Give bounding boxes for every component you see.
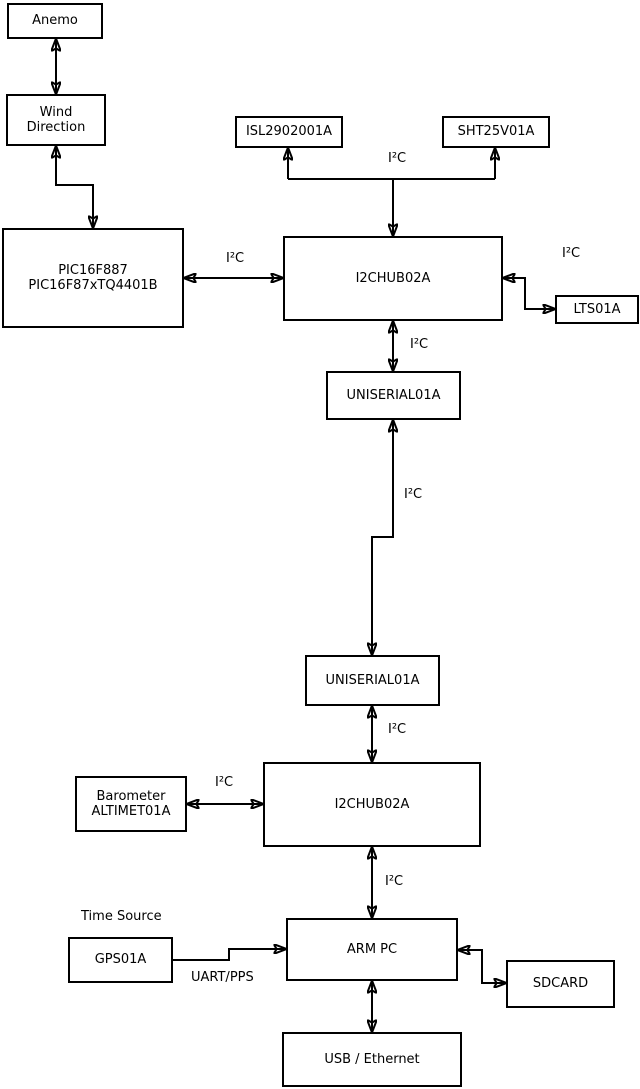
- node-arm-pc-label: ARM PC: [346, 941, 398, 957]
- node-sdcard: SDCARD: [506, 960, 615, 1008]
- label-uart-pps: UART/PPS: [191, 970, 254, 985]
- label-i2c-hub1-uniserial1: I²C: [410, 337, 429, 352]
- node-lts01a-label: LTS01A: [573, 301, 621, 317]
- node-uniserial01a-bottom: UNISERIAL01A: [305, 655, 440, 706]
- node-uniserial01a-bottom-label: UNISERIAL01A: [325, 672, 420, 688]
- node-lts01a: LTS01A: [555, 295, 639, 324]
- node-gps01a-label: GPS01A: [94, 952, 147, 968]
- node-pic16f887: PIC16F887 PIC16F87xTQ4401B: [2, 228, 184, 328]
- node-sht25v01a: SHT25V01A: [442, 116, 550, 148]
- edge-gps-armpc: [173, 949, 286, 961]
- node-gps01a: GPS01A: [68, 937, 173, 983]
- node-isl2902001a-label: ISL2902001A: [245, 124, 333, 140]
- node-usb-ethernet-label: USB / Ethernet: [324, 1051, 420, 1067]
- label-i2c-hub2-armpc: I²C: [385, 874, 404, 889]
- node-barometer-altimet01a-label: Barometer ALTIMET01A: [91, 788, 171, 819]
- node-wind-direction: Wind Direction: [6, 94, 106, 146]
- label-i2c-barometer-hub2: I²C: [215, 775, 234, 790]
- edge-wind-pic: [56, 146, 93, 228]
- node-anemo-label: Anemo: [32, 13, 78, 29]
- node-isl2902001a: ISL2902001A: [235, 116, 343, 148]
- label-i2c-pic-hub1: I²C: [226, 251, 245, 266]
- edge-uniserial1-uniserial2: [372, 420, 393, 655]
- node-i2chub02a-bottom: I2CHUB02A: [263, 762, 481, 847]
- node-arm-pc: ARM PC: [286, 918, 458, 981]
- edge-armpc-sdcard: [458, 950, 506, 983]
- node-i2chub02a-top-label: I2CHUB02A: [355, 270, 431, 286]
- label-i2c-uniserial2-hub2: I²C: [388, 722, 407, 737]
- node-barometer-altimet01a: Barometer ALTIMET01A: [75, 776, 187, 832]
- edge-hub1-sensor-bus: [288, 148, 495, 236]
- label-i2c-hub1-lts: I²C: [562, 246, 581, 261]
- node-sdcard-label: SDCARD: [532, 976, 589, 992]
- node-uniserial01a-top-label: UNISERIAL01A: [346, 387, 441, 403]
- node-i2chub02a-bottom-label: I2CHUB02A: [334, 796, 410, 812]
- node-usb-ethernet: USB / Ethernet: [282, 1032, 462, 1087]
- node-sht25v01a-label: SHT25V01A: [457, 124, 535, 140]
- label-i2c-sensor-bus: I²C: [388, 151, 407, 166]
- label-time-source: Time Source: [81, 909, 162, 924]
- node-uniserial01a-top: UNISERIAL01A: [326, 371, 461, 420]
- node-pic16f887-label: PIC16F887 PIC16F87xTQ4401B: [28, 262, 158, 293]
- label-i2c-uniserial-link: I²C: [404, 487, 423, 502]
- node-i2chub02a-top: I2CHUB02A: [283, 236, 503, 321]
- node-wind-direction-label: Wind Direction: [26, 104, 86, 135]
- edge-hub1-lts: [503, 278, 555, 309]
- node-anemo: Anemo: [7, 3, 103, 39]
